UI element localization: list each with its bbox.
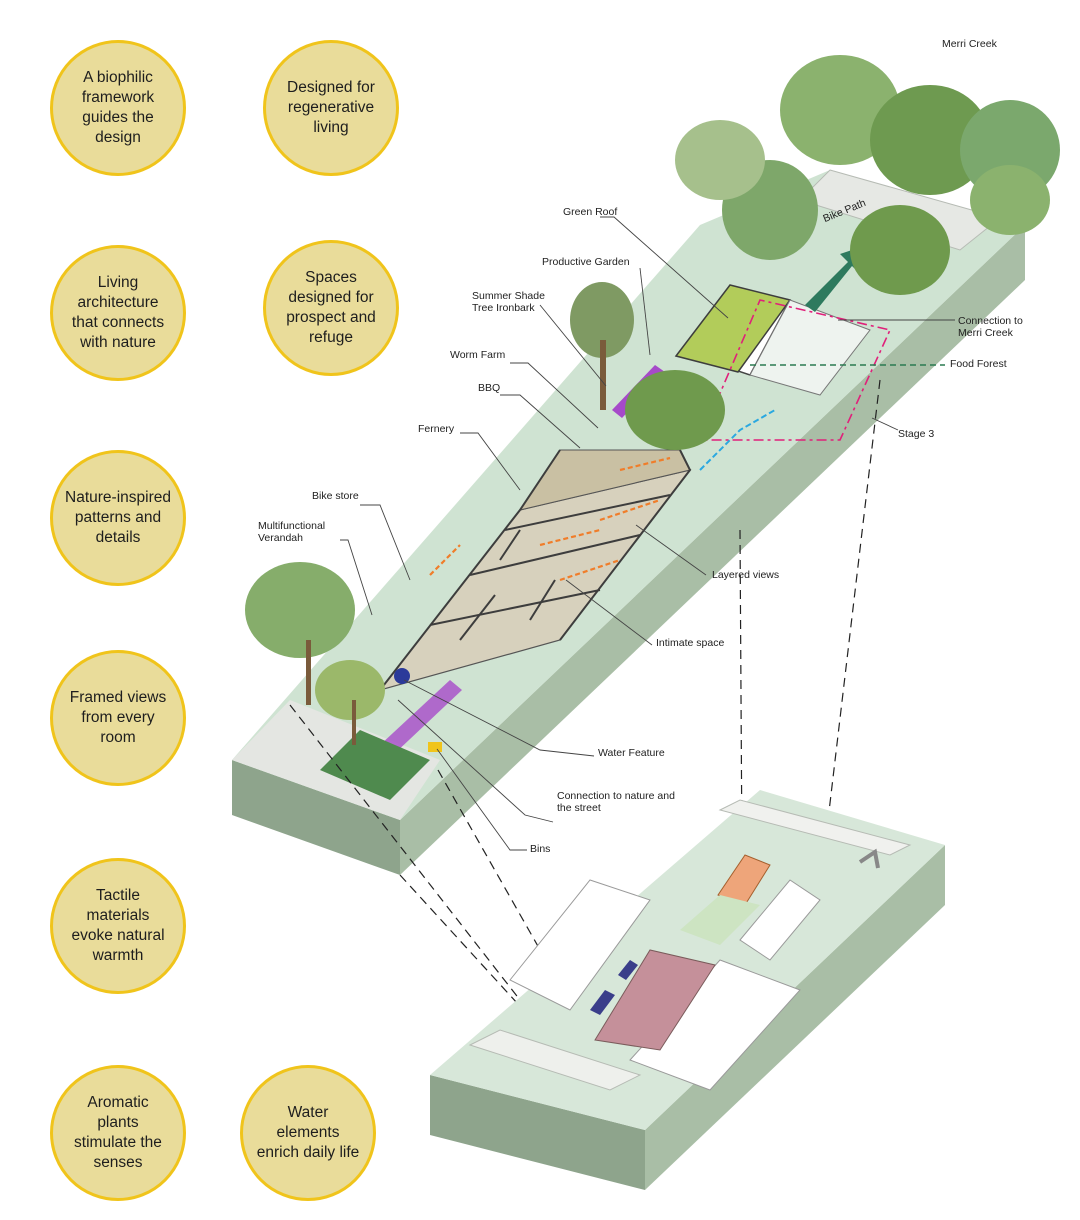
water-feature-pond [394,668,410,684]
label-layered-views: Layered views [712,569,780,581]
principle-prospect-refuge-circle: Spaces designed for prospect and refuge [263,240,399,376]
label-bbq: BBQ [478,382,501,394]
upper-trees [245,55,1060,745]
upper-site-side-face [400,225,1025,875]
label-multifunctional-verandah: Multifunctional Verandah [258,520,326,544]
label-green-roof: Green Roof [563,206,618,218]
label-connection-nature-street: Connection to nature and the street [557,790,675,814]
lower-chevron-mark [858,848,880,869]
principle-living-architecture-circle: Living architecture that connects with n… [50,245,186,381]
orange-view-arrows [429,456,671,582]
principle-living-architecture-text: Living architecture that connects with n… [71,274,165,351]
label-stage-3: Stage 3 [898,428,935,440]
principle-biophilic-text: A biophilic framework guides the design [81,69,155,146]
label-bins: Bins [530,843,551,855]
lower-site-side-face [645,845,945,1190]
blue-view-line [699,409,776,471]
principle-framed-views-text: Framed views from every room [69,689,167,746]
label-summer-shade-tree: Summer Shade Tree Ironbark [472,290,545,314]
lower-bike-path [718,799,912,856]
label-worm-farm: Worm Farm [450,349,506,361]
navy-bin-plan [618,960,638,980]
house-walls [379,449,692,691]
lower-back-garden [680,895,760,945]
front-garden-bed [320,730,430,800]
principle-biophilic-circle: A biophilic framework guides the design [50,40,186,176]
label-water-feature: Water Feature [598,747,665,759]
label-fernery: Fernery [418,423,455,435]
studio-grid-deck [749,299,871,396]
label-productive-garden: Productive Garden [542,256,630,268]
label-connection-merri-creek: Connection to Merri Creek [958,315,1023,339]
principle-water-elements-circle: Water elements enrich daily life [240,1065,376,1201]
neighbour-houses [509,879,821,1091]
bins [428,742,442,752]
subject-house-plan [594,949,716,1051]
principle-aromatic-plants-text: Aromatic plants stimulate the senses [74,1094,162,1171]
label-intimate-space: Intimate space [656,637,725,649]
principle-regenerative-text: Designed for regenerative living [287,79,375,136]
principle-framed-views-circle: Framed views from every room [50,650,186,786]
label-bike-store: Bike store [312,490,359,502]
principle-prospect-refuge-text: Spaces designed for prospect and refuge [286,269,376,346]
principle-tactile-materials-circle: Tactile materials evoke natural warmth [50,858,186,994]
upper-site-block [232,55,1060,1083]
principle-water-elements-text: Water elements enrich daily life [256,1104,360,1161]
label-leader-lines [340,216,955,851]
principle-regenerative-circle: Designed for regenerative living [263,40,399,176]
navy-verandah-plan [590,990,615,1015]
principle-nature-patterns-text: Nature-inspired patterns and details [65,489,171,546]
principle-tactile-materials-text: Tactile materials evoke natural warmth [71,887,165,964]
upper-site-front-face [232,760,400,875]
label-merri-creek: Merri Creek [942,38,997,50]
lower-site-front-face [430,1075,645,1190]
principle-aromatic-plants-circle: Aromatic plants stimulate the senses [50,1065,186,1201]
lower-site-block [430,790,945,1190]
lower-road-strip [468,1029,642,1091]
label-food-forest: Food Forest [950,358,1007,370]
principle-nature-patterns-circle: Nature-inspired patterns and details [50,450,186,586]
